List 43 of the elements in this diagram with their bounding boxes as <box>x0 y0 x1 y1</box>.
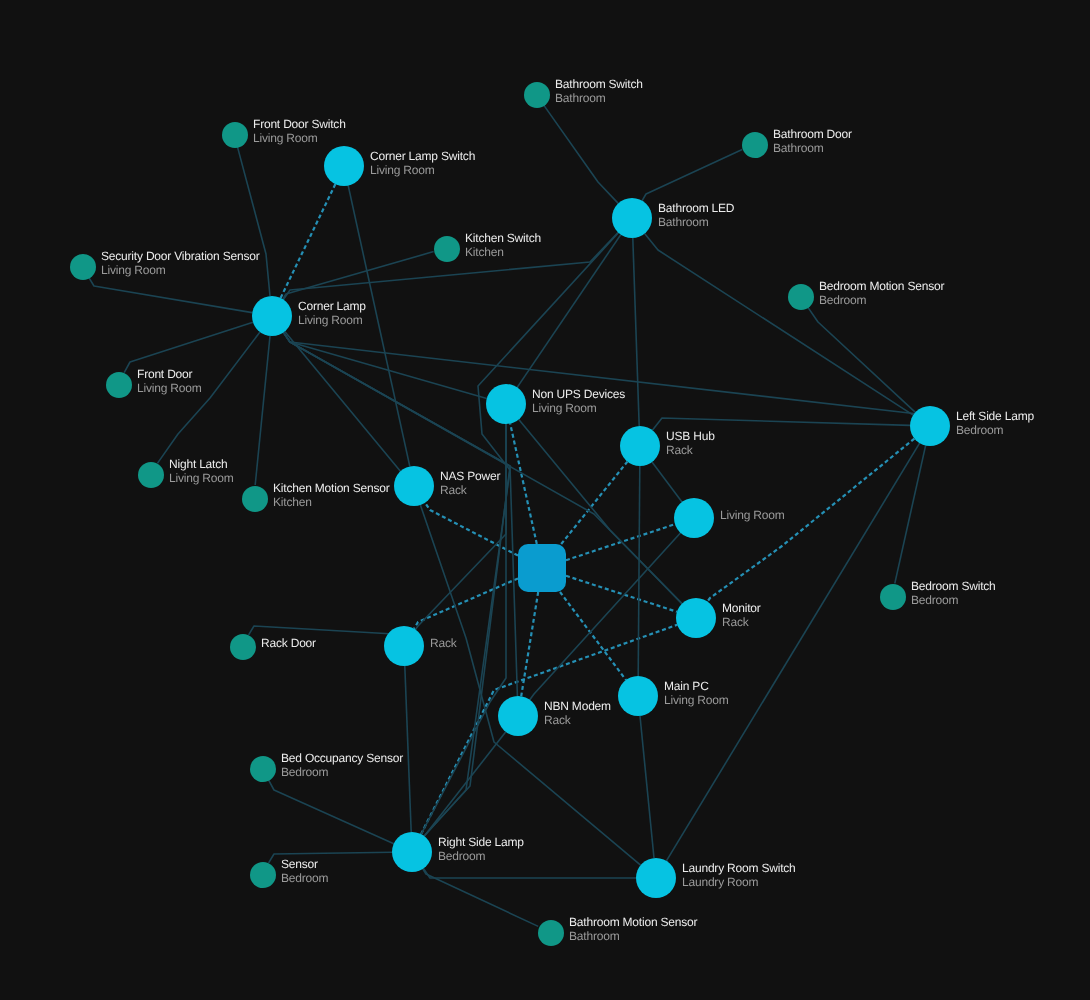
link-line <box>651 417 911 431</box>
dashed-link-line <box>520 591 540 697</box>
dashed-link-line <box>413 577 519 630</box>
dashed-link-line <box>424 502 519 557</box>
link-line <box>87 276 253 314</box>
link-line <box>254 335 271 486</box>
link-line <box>267 851 393 864</box>
link-line <box>414 423 507 631</box>
link-line <box>123 321 254 374</box>
link-line <box>643 232 914 416</box>
link-line <box>267 778 395 845</box>
dashed-link-line <box>420 623 678 835</box>
dashed-link-line <box>565 523 676 562</box>
dashed-link-line <box>509 423 538 545</box>
dashed-link-line <box>706 437 916 603</box>
link-line <box>516 233 622 389</box>
link-line <box>156 331 261 465</box>
link-line <box>282 231 619 301</box>
link-line <box>639 715 655 859</box>
link-line <box>423 731 507 837</box>
link-line <box>637 465 641 677</box>
link-line <box>651 461 683 503</box>
link-line <box>542 103 619 205</box>
dashed-link-line <box>565 574 678 613</box>
link-line <box>665 442 921 862</box>
link-line <box>419 504 642 866</box>
link-line <box>236 145 271 297</box>
link-line <box>529 532 682 701</box>
link-line <box>422 868 539 928</box>
link-line <box>641 148 743 202</box>
dashed-link-line <box>279 183 337 299</box>
coordinator-node <box>518 544 566 592</box>
link-line <box>423 232 620 837</box>
link-line <box>806 305 917 414</box>
link-line <box>404 665 412 833</box>
link-line <box>422 867 637 879</box>
link-line <box>518 418 683 605</box>
link-line <box>347 184 411 468</box>
dashed-link-line <box>560 460 629 545</box>
link-line <box>894 444 927 585</box>
dashed-link-line <box>559 591 627 681</box>
link-line <box>632 237 640 427</box>
link-line <box>282 250 435 300</box>
